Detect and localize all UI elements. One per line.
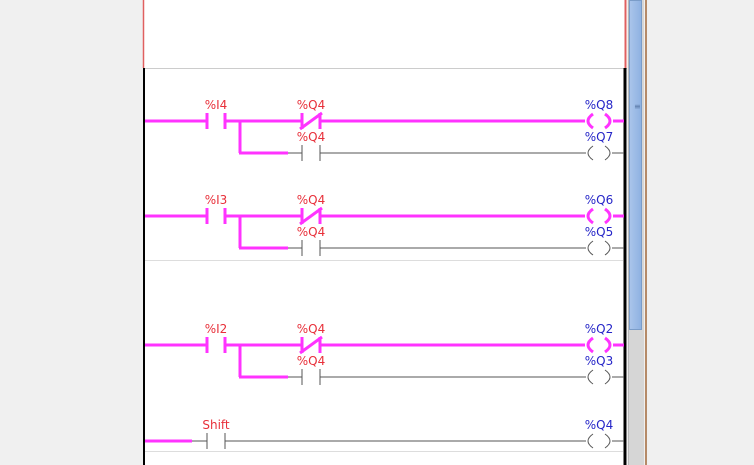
scrollbar-grip-icon: ≡ (634, 102, 641, 111)
coil-arc-right (604, 145, 611, 161)
contact-slash (299, 335, 323, 355)
coil-arc-right (604, 112, 612, 130)
nc-contact-label: %Q4 (297, 193, 325, 207)
contact-slash (299, 111, 323, 131)
coil-arc-right (604, 433, 611, 449)
coil-arc-left (587, 240, 594, 256)
branch-contact-label: %Q4 (297, 225, 325, 239)
branch-contact-label: %Q4 (297, 354, 325, 368)
coil-arc-left (587, 369, 594, 385)
coil-arc-right (604, 369, 611, 385)
nc-contact-label: %Q4 (297, 322, 325, 336)
coil-arc-right (604, 240, 611, 256)
coil-label: %Q6 (585, 193, 613, 207)
branch-coil[interactable] (587, 145, 611, 161)
output-coil[interactable] (586, 336, 612, 354)
nc-contact-label: %Q4 (297, 98, 325, 112)
output-coil[interactable] (586, 112, 612, 130)
branch-coil-label: %Q5 (585, 225, 613, 239)
coil-arc-left (586, 112, 594, 130)
input-contact-label: %I3 (205, 193, 228, 207)
coil-label: %Q4 (585, 418, 613, 432)
coil-arc-right (604, 336, 612, 354)
coil-arc-right (604, 207, 612, 225)
shift-contact-label: Shift (202, 418, 230, 432)
branch-coil-label: %Q7 (585, 130, 613, 144)
coil-arc-left (587, 433, 594, 449)
output-coil[interactable] (587, 433, 611, 449)
output-coil[interactable] (586, 207, 612, 225)
coil-arc-left (587, 145, 594, 161)
input-contact-label: %I2 (205, 322, 228, 336)
coil-arc-left (586, 336, 594, 354)
coil-label: %Q8 (585, 98, 613, 112)
coil-arc-left (586, 207, 594, 225)
branch-coil[interactable] (587, 240, 611, 256)
input-contact-label: %I4 (205, 98, 228, 112)
vertical-scrollbar-thumb[interactable]: ≡ (629, 0, 642, 330)
branch-coil-label: %Q3 (585, 354, 613, 368)
branch-contact-label: %Q4 (297, 130, 325, 144)
window-frame-edge (645, 0, 647, 465)
coil-label: %Q2 (585, 322, 613, 336)
contact-slash (299, 206, 323, 226)
branch-coil[interactable] (587, 369, 611, 385)
editor-background (143, 0, 627, 465)
